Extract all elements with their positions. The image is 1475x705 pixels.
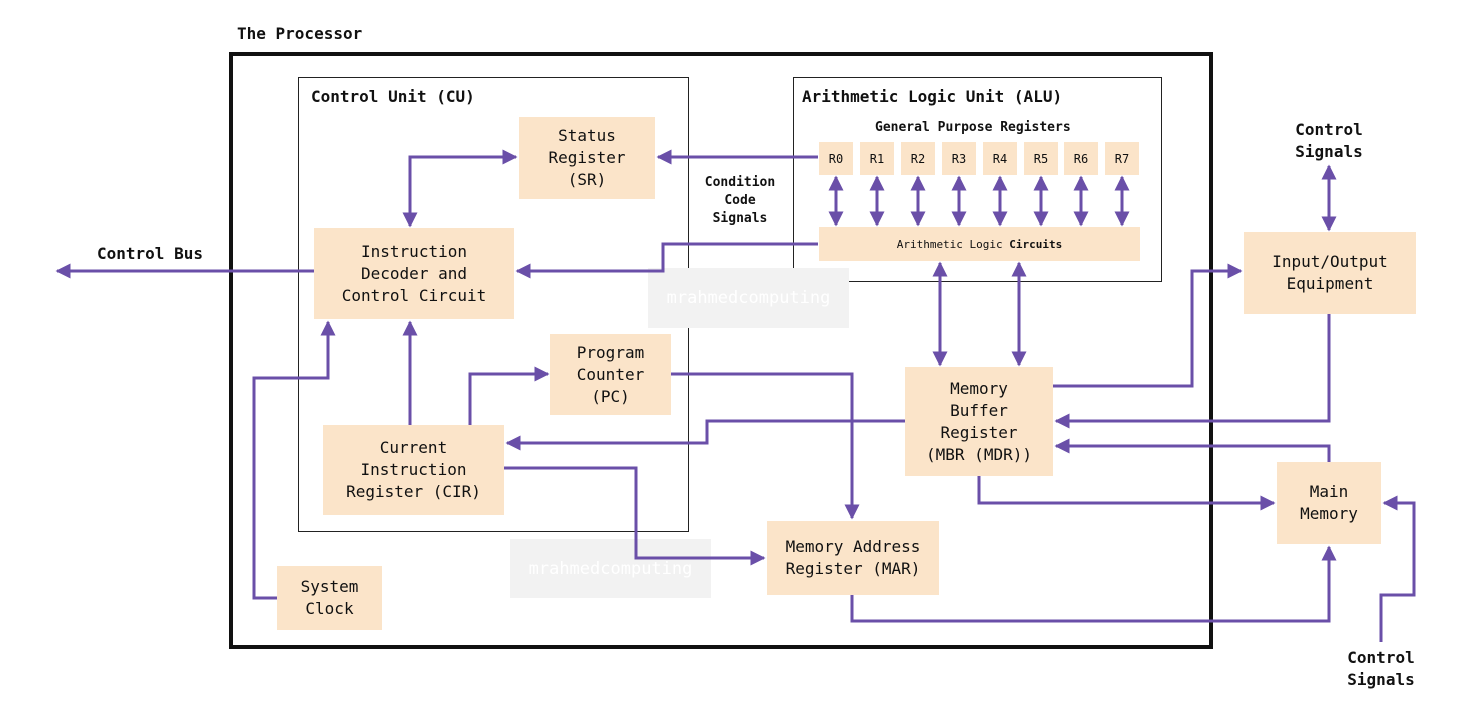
condition-code-label: Condition Code Signals xyxy=(704,175,776,226)
alu-title: Arithmetic Logic Unit (ALU) xyxy=(802,87,1063,106)
watermark: mrahmedcomputing xyxy=(648,268,849,328)
register-r6: R6 xyxy=(1064,142,1098,175)
program-counter-box: Program Counter (PC) xyxy=(550,334,671,415)
wire-decoder-sr xyxy=(402,149,518,228)
register-r2: R2 xyxy=(901,142,935,175)
control-unit-title: Control Unit (CU) xyxy=(311,87,475,106)
status-register-box: Status Register (SR) xyxy=(519,117,655,199)
wire-pc-mar xyxy=(671,372,860,520)
wire-control-signals-memory xyxy=(1379,495,1416,642)
control-bus-label: Control Bus xyxy=(97,244,203,263)
main-memory-box: Main Memory xyxy=(1277,462,1381,544)
wire-io-mbr xyxy=(1054,314,1331,429)
mbr-box: Memory Buffer Register (MBR (MDR)) xyxy=(905,367,1053,476)
wire-mbr-cir xyxy=(505,419,905,451)
register-r3: R3 xyxy=(942,142,976,175)
io-equipment-box: Input/Output Equipment xyxy=(1244,232,1416,314)
control-signals-bottom-label: Control Signals xyxy=(1347,648,1415,689)
wire-memory-mbr xyxy=(1054,438,1331,462)
cir-box: Current Instruction Register (CIR) xyxy=(323,425,504,515)
alc-label: Arithmetic Logic xyxy=(896,237,1003,251)
arithmetic-logic-circuits-box: Arithmetic Logic Circuits xyxy=(819,227,1140,261)
wire-mbr-io xyxy=(1053,263,1243,388)
wire-cir-pc xyxy=(468,366,550,425)
wire-cir-mar xyxy=(504,466,766,566)
instruction-decoder-box: Instruction Decoder and Control Circuit xyxy=(314,228,514,319)
alc-bold-label: Circuits xyxy=(1009,237,1063,251)
processor-frame xyxy=(229,52,1213,649)
register-r0: R0 xyxy=(819,142,853,175)
register-r4: R4 xyxy=(983,142,1017,175)
wire-clock-decoder xyxy=(252,320,336,600)
mar-box: Memory Address Register (MAR) xyxy=(767,521,939,595)
control-signals-top-label: Control Signals xyxy=(1295,120,1363,161)
processor-title: The Processor xyxy=(237,24,363,43)
watermark: mrahmedcomputing xyxy=(510,539,711,598)
wire-mar-memory xyxy=(850,545,1337,623)
gpr-title: General Purpose Registers xyxy=(875,120,1071,135)
register-r5: R5 xyxy=(1024,142,1058,175)
register-r1: R1 xyxy=(860,142,894,175)
system-clock-box: System Clock xyxy=(277,566,382,630)
wire-alc-decoder xyxy=(515,242,818,279)
alu-frame xyxy=(793,77,1162,282)
wire-mbr-memory xyxy=(977,476,1276,511)
register-r7: R7 xyxy=(1105,142,1139,175)
